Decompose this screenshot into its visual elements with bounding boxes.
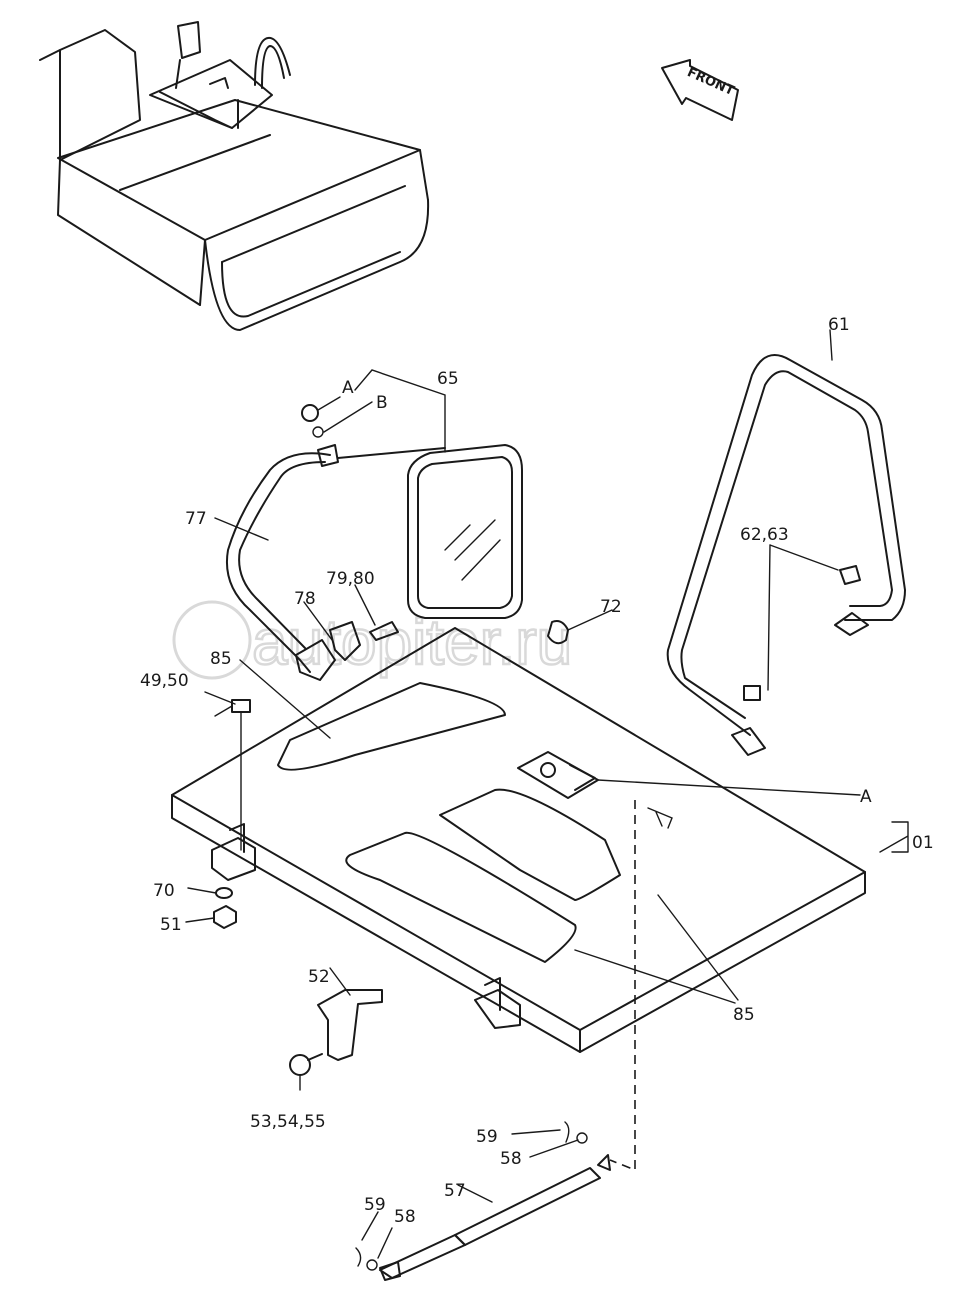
label-b: B	[376, 393, 388, 413]
label-57: 57	[444, 1181, 466, 1201]
handrail-61	[666, 354, 906, 756]
label-65: 65	[437, 369, 459, 389]
floor-plate	[171, 627, 866, 1053]
watermark: autopiter.ru	[172, 600, 573, 680]
label-58-top: 58	[500, 1149, 522, 1169]
label-a-top: A	[342, 378, 354, 398]
label-70: 70	[153, 881, 175, 901]
label-49-50: 49,50	[140, 671, 189, 691]
label-58-bottom: 58	[394, 1207, 416, 1227]
label-77: 77	[185, 509, 207, 529]
label-53-54-55: 53,54,55	[250, 1112, 326, 1132]
label-01: 01	[912, 833, 934, 853]
label-85-left: 85	[210, 649, 232, 669]
front-arrow: FRONT	[661, 59, 739, 121]
label-78: 78	[294, 589, 316, 609]
leader-lines	[185, 329, 909, 1259]
label-72: 72	[600, 597, 622, 617]
label-85-right: 85	[733, 1005, 755, 1025]
mirror-assembly	[226, 404, 523, 681]
label-62-63: 62,63	[740, 525, 789, 545]
label-59-bottom: 59	[364, 1195, 386, 1215]
front-label: FRONT	[685, 65, 737, 99]
callout-labels: 01 A 85 85 49,50 70 51 52 53,54,55 57 59…	[140, 315, 934, 1227]
label-a-right: A	[860, 787, 872, 807]
label-52: 52	[308, 967, 330, 987]
label-79-80: 79,80	[326, 569, 375, 589]
hardware	[213, 620, 611, 1281]
label-59-top: 59	[476, 1127, 498, 1147]
label-61: 61	[828, 315, 850, 335]
label-51: 51	[160, 915, 182, 935]
machine-overview	[39, 21, 430, 331]
